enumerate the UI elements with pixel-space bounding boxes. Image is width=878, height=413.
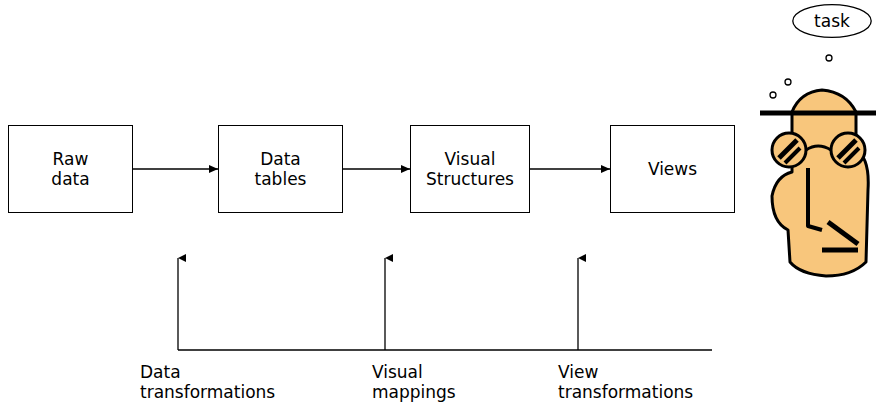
node-label: Visual Structures — [426, 149, 514, 190]
stage-label: Visual mappings — [372, 362, 456, 403]
node-label: Views — [648, 159, 697, 179]
process-box: Visual Structures — [410, 125, 530, 213]
feedback-lines — [178, 258, 712, 350]
thought-ellipse: task — [792, 4, 872, 38]
stage-label: Data transformations — [140, 362, 275, 403]
user-face — [760, 90, 876, 276]
flow-arrow — [133, 168, 218, 169]
node-label: task — [814, 11, 850, 31]
process-box: Views — [610, 125, 735, 213]
process-box: Raw data — [8, 125, 133, 213]
stage-label: View transformations — [558, 362, 693, 403]
node-label: Data tables — [255, 149, 307, 190]
flow-arrow — [343, 168, 410, 169]
process-box: Data tables — [218, 125, 343, 213]
flow-arrow — [530, 168, 610, 169]
node-label: Raw data — [51, 149, 89, 190]
